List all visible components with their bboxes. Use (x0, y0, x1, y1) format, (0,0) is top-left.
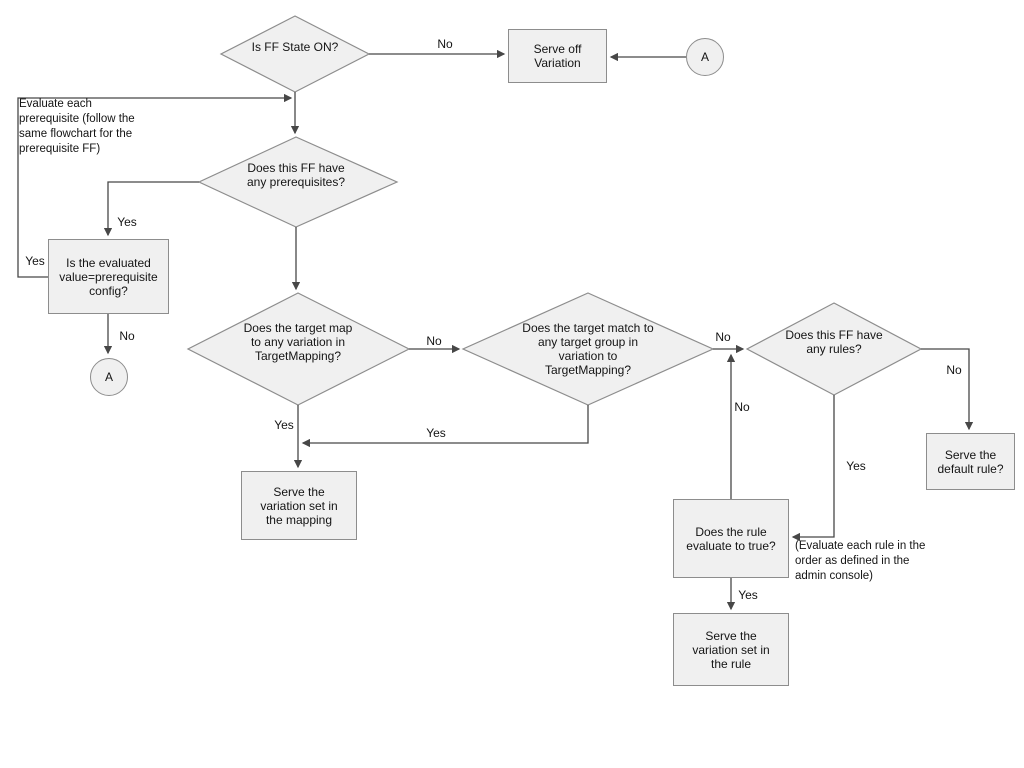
node-evaluated-value: Is the evaluated value=prerequisite conf… (48, 239, 169, 314)
decision-target-group-label: Does the target match to any target grou… (522, 321, 654, 377)
edge-label-target-group-yes: Yes (426, 426, 446, 440)
node-serve-rule-variation-label: Serve the variation set in the rule (692, 628, 770, 671)
edge-label-ff-state-no: No (437, 37, 453, 51)
edge-label-prerequisites-yes: Yes (117, 215, 137, 229)
connector-a-top-label: A (700, 50, 709, 64)
edge-label-rules-no: No (946, 363, 962, 377)
node-serve-rule-variation: Serve the variation set in the rule (673, 613, 789, 686)
edge-rules-no (921, 348, 974, 431)
edge-target-group-yes (301, 405, 589, 448)
edge-label-target-group-no: No (715, 330, 731, 344)
edge-label-rule-eval-no: No (734, 400, 750, 414)
node-serve-default-rule-label: Serve the default rule? (937, 447, 1004, 476)
node-serve-mapping-variation-label: Serve the variation set in the mapping (260, 484, 338, 527)
node-rule-evaluate-label: Does the rule evaluate to true? (686, 524, 776, 553)
node-rule-evaluate: Does the rule evaluate to true? (673, 499, 789, 578)
node-serve-mapping-variation: Serve the variation set in the mapping (241, 471, 357, 540)
connector-a-left-label: A (104, 370, 113, 384)
edge-label-rule-eval-yes: Yes (738, 588, 758, 602)
decision-prerequisites-label: Does this FF have any prerequisites? (246, 161, 346, 189)
edge-label-rules-yes: Yes (846, 459, 866, 473)
annotation-rules-note: (Evaluate each rule in the order as defi… (795, 540, 926, 582)
edge-label-evaluated-no: No (119, 329, 135, 343)
decision-target-map-label: Does the target map to any variation in … (243, 321, 353, 363)
decision-rules-label: Does this FF have any rules? (785, 328, 883, 356)
edge-label-evaluated-yes: Yes (25, 254, 45, 268)
edge-rules-yes (791, 395, 835, 542)
edge-label-target-map-yes: Yes (274, 418, 294, 432)
node-serve-default-rule: Serve the default rule? (926, 433, 1015, 490)
node-serve-off-variation: Serve off Variation (508, 29, 607, 83)
node-evaluated-value-label: Is the evaluated value=prerequisite conf… (59, 255, 158, 298)
annotation-prerequisite-note: Evaluate each prerequisite (follow the s… (19, 98, 135, 155)
edge-label-target-map-no: No (426, 334, 442, 348)
node-serve-off-variation-label: Serve off Variation (533, 42, 582, 70)
edge-prerequisites-yes (103, 181, 199, 237)
decision-ff-state-shape (219, 15, 371, 93)
connector-a-top: A (686, 38, 724, 76)
decision-ff-state-label: Is FF State ON? (251, 40, 339, 54)
connector-a-left: A (90, 358, 128, 396)
edge-evaluated-yes-return (17, 93, 293, 278)
